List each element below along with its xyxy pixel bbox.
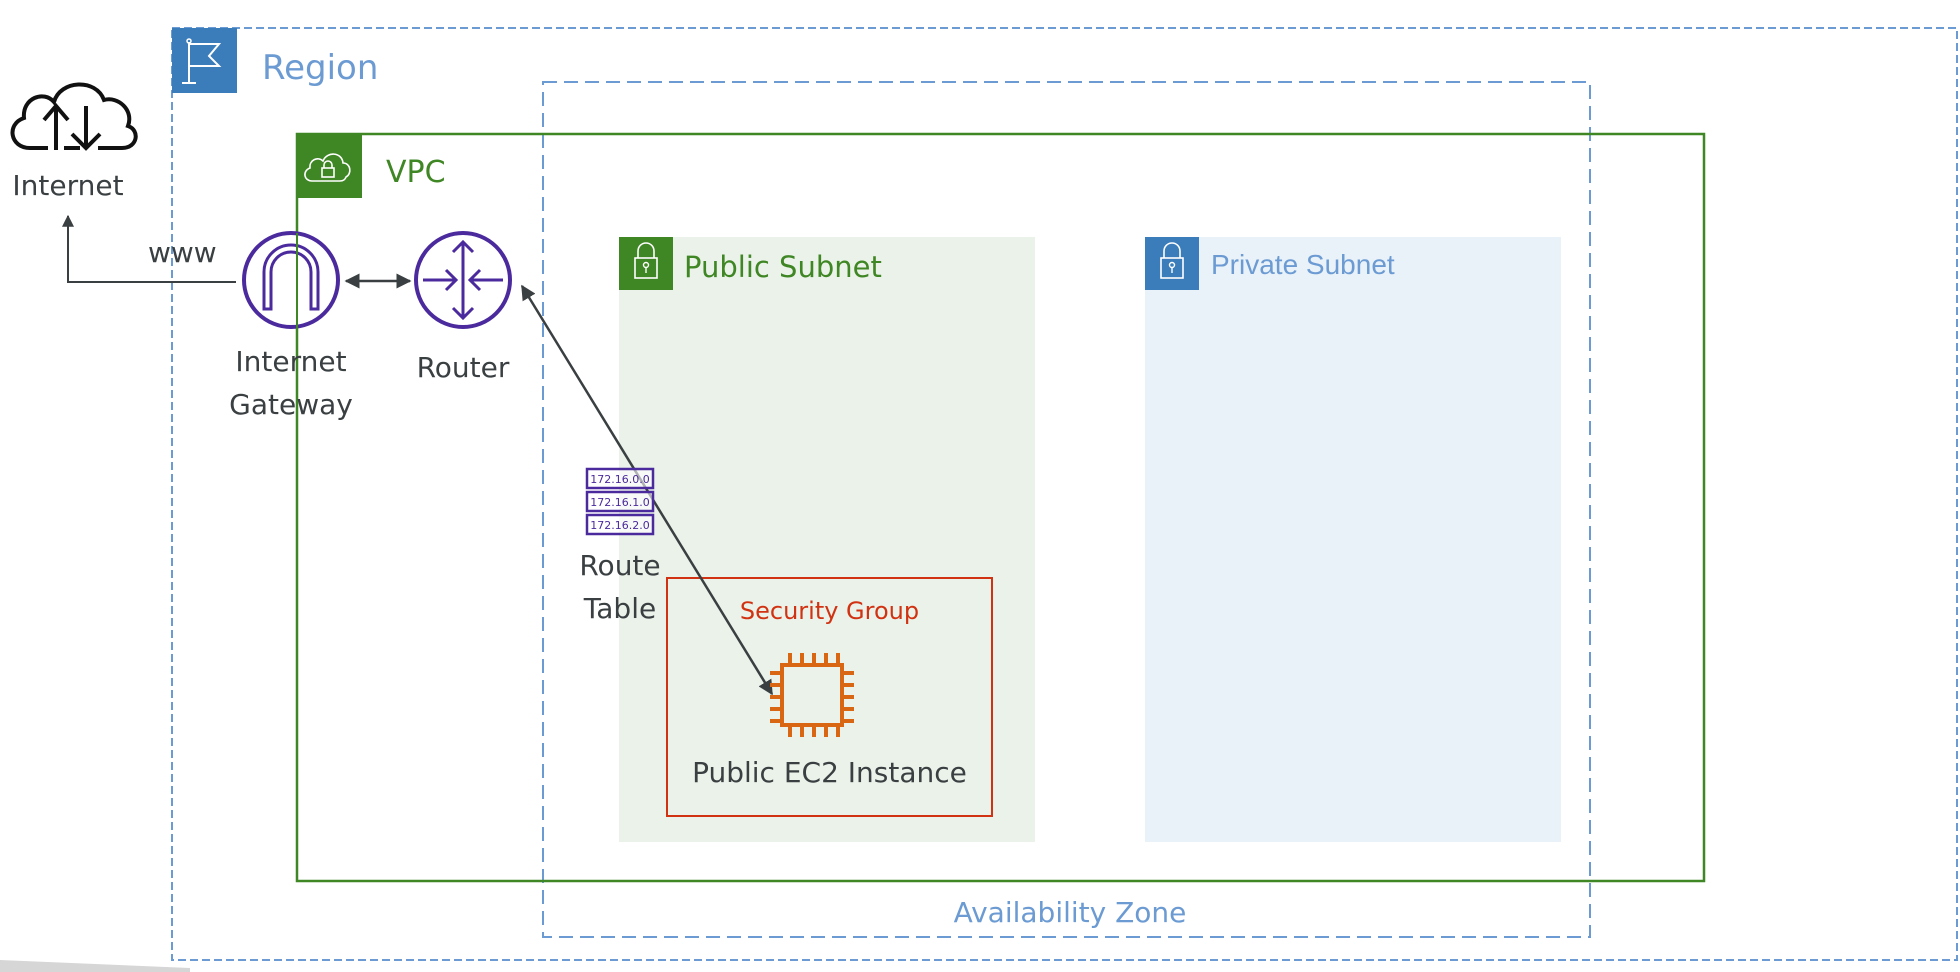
region-boundary [171,27,1958,961]
internet-gateway-label: Internet Gateway [211,340,371,426]
internet-gateway-label-line1: Internet [235,345,347,378]
internet-label: Internet [12,169,124,202]
cloud-lock-icon [297,134,362,198]
availability-zone-label: Availability Zone [953,896,1187,929]
www-connection-label: www [148,236,217,269]
vpc-label: VPC [386,155,446,190]
flag-icon [172,28,237,93]
internet-gateway-label-line2: Gateway [229,388,353,421]
public-subnet-label: Public Subnet [684,250,882,284]
security-group-label: Security Group [739,597,920,625]
route-table-entry: 172.16.0.0 [590,473,649,486]
vpc-boundary [295,132,1706,883]
padlock-icon [1145,237,1199,290]
security-group-boundary [666,577,993,817]
private-subnet-area [1145,237,1561,842]
router-label: Router [416,351,510,384]
ec2-chip-icon[interactable] [770,653,854,737]
route-table-label-line1: Route [579,549,661,582]
router-icon[interactable] [414,231,512,329]
private-subnet-label: Private Subnet [1211,249,1395,280]
region-label: Region [262,48,379,88]
route-table-icon[interactable]: 172.16.0.0 172.16.1.0 172.16.2.0 [585,467,655,536]
route-table-entry: 172.16.1.0 [590,496,649,509]
route-table-label-line2: Table [583,592,657,625]
route-table-entry: 172.16.2.0 [590,519,649,532]
internet-gateway-icon[interactable] [242,231,340,329]
www-connection-line [62,214,236,283]
route-table-label: Route Table [560,544,680,630]
slide-decoration [0,960,190,972]
availability-zone-boundary [542,81,1591,938]
ec2-instance-label: Public EC2 Instance [692,756,967,789]
padlock-icon [619,237,673,290]
router-ec2-connection [520,284,774,696]
cloud-upload-download-icon [10,82,138,151]
